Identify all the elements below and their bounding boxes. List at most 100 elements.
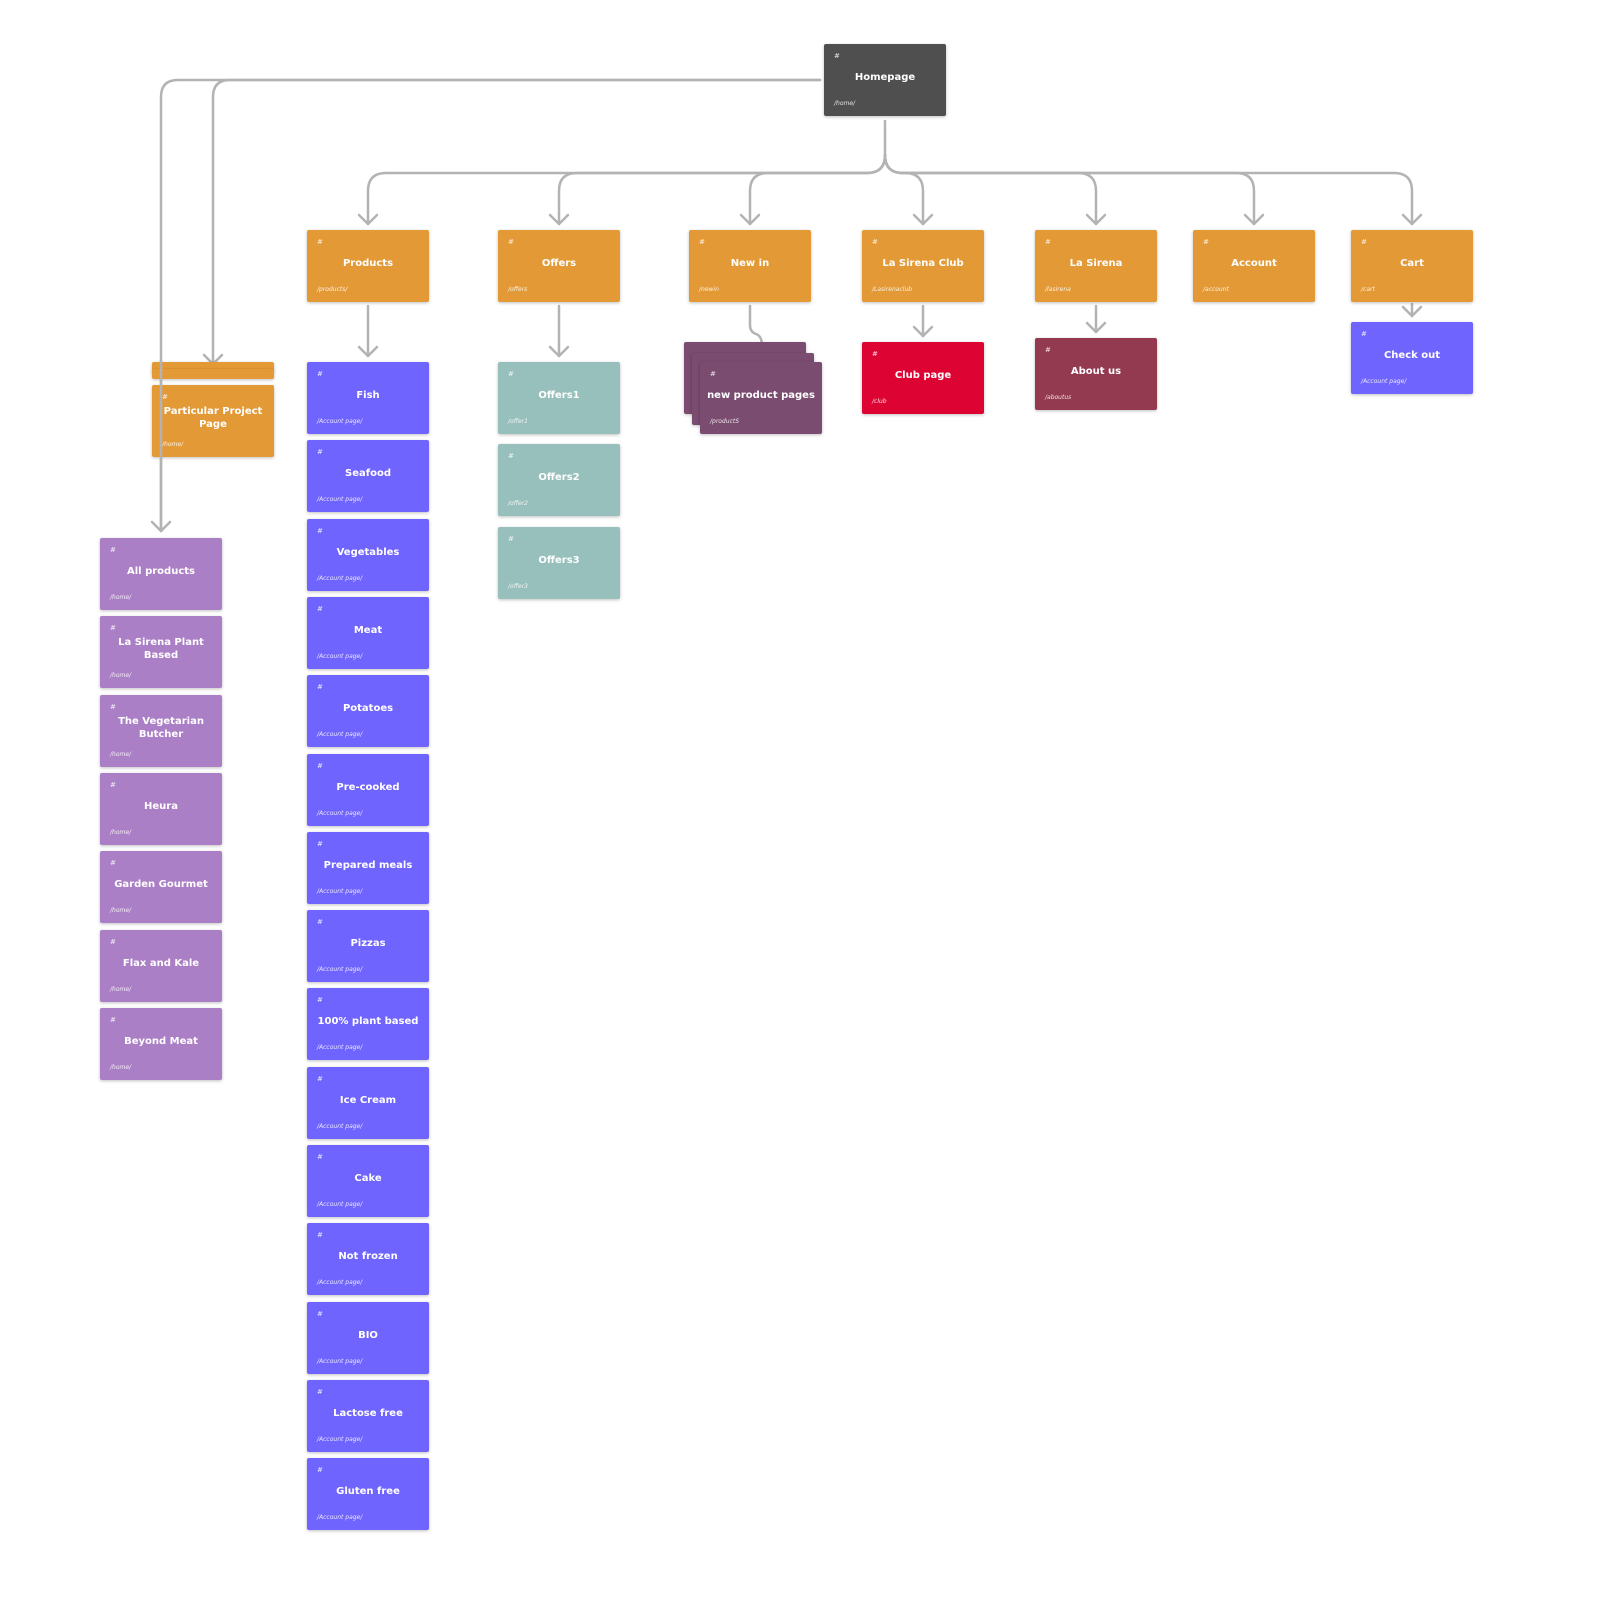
check-out-node[interactable]: #Check out/Account page/ bbox=[1351, 322, 1473, 394]
arrowhead-offers bbox=[548, 213, 570, 226]
node-title: Cart bbox=[1400, 258, 1424, 269]
node-title: Ice Cream bbox=[339, 1095, 397, 1106]
node-path: /Account page/ bbox=[317, 1436, 363, 1443]
category-node-not-frozen[interactable]: #Not frozen/Account page/ bbox=[307, 1223, 429, 1295]
brand-node-flax-and-kale[interactable]: #Flax and Kale/home/ bbox=[100, 930, 222, 1002]
node-hash: # bbox=[317, 840, 323, 848]
offer-node-offers3[interactable]: #Offers3/offer3 bbox=[498, 527, 620, 599]
arrowhead-fish bbox=[357, 345, 379, 358]
connector-homepage-to-la-sirena-club bbox=[883, 153, 925, 226]
node-path: /Account page/ bbox=[317, 1123, 363, 1130]
node-hash: # bbox=[317, 370, 323, 378]
category-node-bio[interactable]: #BIO/Account page/ bbox=[307, 1302, 429, 1374]
node-path: /Account page/ bbox=[317, 731, 363, 738]
category-node-lactose-free[interactable]: #Lactose free/Account page/ bbox=[307, 1380, 429, 1452]
node-title: Cake bbox=[354, 1173, 382, 1184]
node-title: La Sirena bbox=[1069, 258, 1123, 269]
brand-node-la-sirena-plant-based[interactable]: #La Sirena Plant Based/home/ bbox=[100, 616, 222, 688]
node-title: Prepared meals bbox=[323, 860, 413, 871]
node-path: /club bbox=[872, 398, 887, 405]
node-path: /home/ bbox=[162, 441, 184, 448]
node-title: La Sirena Club bbox=[882, 258, 964, 269]
about-us-node[interactable]: #About us/aboutus bbox=[1035, 338, 1157, 410]
node-path: /offer2 bbox=[508, 500, 528, 507]
category-node-vegetables[interactable]: #Vegetables/Account page/ bbox=[307, 519, 429, 591]
node-hash: # bbox=[317, 238, 323, 246]
brand-node-heura[interactable]: #Heura/home/ bbox=[100, 773, 222, 845]
section-node-products[interactable]: #Products/products/ bbox=[307, 230, 429, 302]
brand-node-garden-gourmet[interactable]: # Garden Gourmet/home/ bbox=[100, 851, 222, 923]
brand-node-the-vegetarian-butcher[interactable]: #The Vegetarian Butcher/home/ bbox=[100, 695, 222, 767]
node-hash: # bbox=[1361, 330, 1367, 338]
category-node-pre-cooked[interactable]: #Pre-cooked/Account page/ bbox=[307, 754, 429, 826]
node-title: Lactose free bbox=[333, 1408, 403, 1419]
category-node-100-plant-based[interactable]: #100% plant based/Account page/ bbox=[307, 988, 429, 1060]
brand-node-all-products[interactable]: #All products/home/ bbox=[100, 538, 222, 610]
category-node-meat[interactable]: #Meat/Account page/ bbox=[307, 597, 429, 669]
connector-homepage-to-cart bbox=[883, 153, 1414, 226]
connector-homepage-to-all-products bbox=[159, 78, 822, 533]
node-title: Garden Gourmet bbox=[114, 879, 208, 890]
node-path: /Account page/ bbox=[317, 418, 363, 425]
category-node-fish[interactable]: #Fish/Account page/ bbox=[307, 362, 429, 434]
section-node-la-sirena-club[interactable]: #La Sirena Club/Lasirenaclub bbox=[862, 230, 984, 302]
category-node-seafood[interactable]: #Seafood/Account page/ bbox=[307, 440, 429, 512]
section-node-offers[interactable]: #Offers/offers bbox=[498, 230, 620, 302]
node-hash: # bbox=[317, 605, 323, 613]
node-hash: # bbox=[162, 393, 168, 401]
section-node-la-sirena[interactable]: #La Sirena/lasirena bbox=[1035, 230, 1157, 302]
node-title: About us bbox=[1070, 366, 1122, 377]
node-hash: # bbox=[317, 1231, 323, 1239]
node-path: /home/ bbox=[110, 1064, 132, 1071]
node-hash: # bbox=[110, 859, 116, 867]
arrowhead-about-us bbox=[1085, 321, 1107, 334]
offer-node-offers2[interactable]: #Offers2/offer2 bbox=[498, 444, 620, 516]
node-path: /home/ bbox=[110, 986, 132, 993]
brand-node-beyond-meat[interactable]: #Beyond Meat/home/ bbox=[100, 1008, 222, 1080]
node-path: /Account page/ bbox=[317, 966, 363, 973]
node-path: /Account page/ bbox=[317, 888, 363, 895]
node-path: /offers bbox=[508, 286, 528, 293]
node-hash: # bbox=[508, 452, 514, 460]
homepage-node[interactable]: #Homepage/home/ bbox=[824, 44, 946, 116]
node-title: La Sirena Plant Based bbox=[118, 637, 204, 661]
connector-homepage-to-la-sirena bbox=[883, 153, 1098, 226]
category-node-ice-cream[interactable]: #Ice Cream/Account page/ bbox=[307, 1067, 429, 1139]
node-hash: # bbox=[508, 370, 514, 378]
node-path: /Account page/ bbox=[317, 1201, 363, 1208]
club-page-node[interactable]: #Club page/club bbox=[862, 342, 984, 414]
node-path: /home/ bbox=[110, 594, 132, 601]
node-title: Seafood bbox=[345, 468, 391, 479]
section-node-new-in[interactable]: #New in/newin bbox=[689, 230, 811, 302]
offer-node-offers1[interactable]: #Offers1/offer1 bbox=[498, 362, 620, 434]
connector-homepage-to-new-in bbox=[748, 153, 887, 226]
arrowhead-account bbox=[1243, 213, 1265, 226]
node-path: /aboutus bbox=[1045, 394, 1072, 401]
node-path: /home/ bbox=[110, 907, 132, 914]
node-title: Gluten free bbox=[336, 1486, 400, 1497]
arrowhead-all-products bbox=[150, 520, 172, 533]
category-node-prepared-meals[interactable]: # Prepared meals/Account page/ bbox=[307, 832, 429, 904]
category-node-cake[interactable]: # Cake/Account page/ bbox=[307, 1145, 429, 1217]
node-title: Offers1 bbox=[538, 390, 580, 401]
node-path: /Account page/ bbox=[317, 1044, 363, 1051]
node-path: /lasirena bbox=[1045, 286, 1071, 293]
section-node-account[interactable]: #Account/account bbox=[1193, 230, 1315, 302]
new-product-pages-node[interactable]: #new product pages/productS bbox=[700, 362, 822, 434]
node-path: /Account page/ bbox=[317, 496, 363, 503]
node-hash: # bbox=[317, 1153, 323, 1161]
section-node-cart[interactable]: #Cart/cart bbox=[1351, 230, 1473, 302]
category-node-pizzas[interactable]: #Pizzas/Account page/ bbox=[307, 910, 429, 982]
category-node-gluten-free[interactable]: #Gluten free/Account page/ bbox=[307, 1458, 429, 1530]
node-title: All products bbox=[127, 566, 195, 577]
arrowhead-la-sirena-club bbox=[912, 213, 934, 226]
node-path: /home/ bbox=[110, 751, 132, 758]
category-node-potatoes[interactable]: #Potatoes/Account page/ bbox=[307, 675, 429, 747]
connector-homepage-to-account bbox=[883, 153, 1256, 226]
node-hash: # bbox=[317, 1466, 323, 1474]
node-title: Offers3 bbox=[538, 555, 580, 566]
node-path: /cart bbox=[1361, 286, 1375, 293]
particular-project-page-node[interactable]: #Particular Project Page/home/ bbox=[152, 385, 274, 457]
node-hash: # bbox=[110, 703, 116, 711]
node-hash: # bbox=[317, 683, 323, 691]
